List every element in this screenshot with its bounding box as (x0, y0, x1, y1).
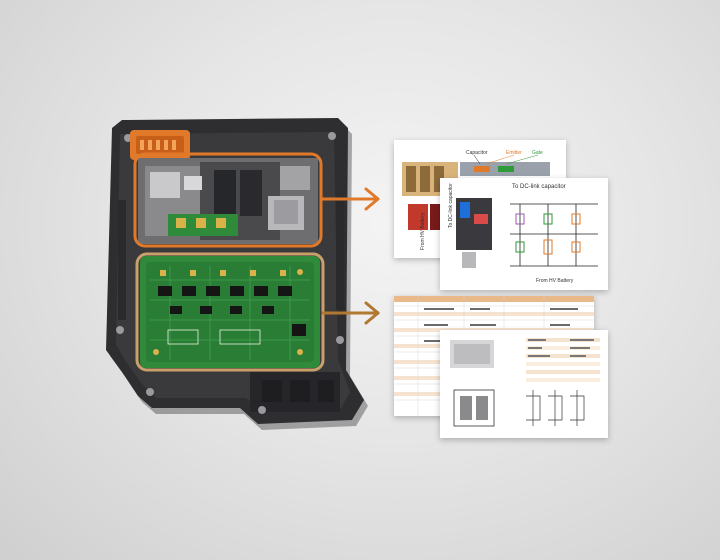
label-emitter: Emitter (506, 150, 522, 156)
arrow-bottom (321, 301, 380, 325)
doc-back-side-note: From HV Battery (420, 212, 426, 250)
doc-datasheet-graphic (450, 338, 600, 427)
schematic-footer: From HV Battery (536, 278, 574, 284)
schematic-vertical-label: To DC-link capacitor (448, 183, 454, 228)
label-capacitor: Capacitor (466, 150, 488, 156)
label-gate: Gate (532, 150, 543, 156)
doc-schematic-graphic: To DC-link capacitor To DC-link capacito… (448, 183, 598, 284)
schematic-title: To DC-link capacitor (512, 184, 566, 190)
doc-circuit-schematic: To DC-link capacitor To DC-link capacito… (440, 178, 608, 290)
doc-power-module-datasheet (440, 330, 608, 438)
arrow-top (319, 187, 380, 211)
